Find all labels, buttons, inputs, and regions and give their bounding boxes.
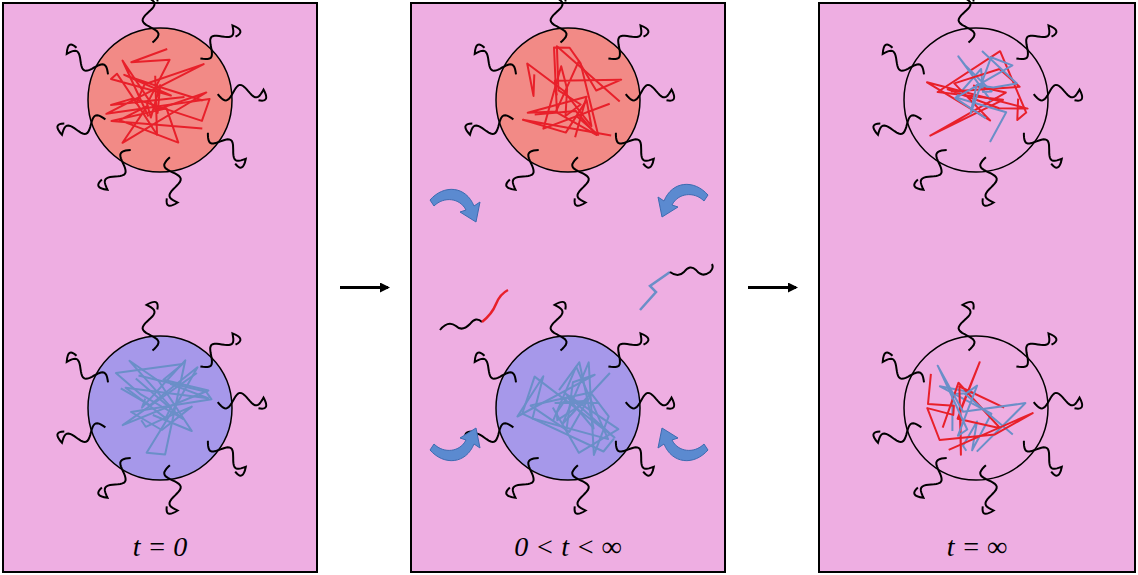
time-label: t = ∞	[820, 531, 1134, 563]
exchange-arrow	[658, 428, 708, 461]
micelle-core	[496, 28, 640, 172]
corona-chain	[506, 150, 538, 190]
corona-chain	[914, 458, 946, 498]
corona-chain	[1034, 85, 1083, 101]
corona-chain	[883, 44, 924, 74]
free-chain	[640, 272, 670, 310]
free-chain	[440, 319, 482, 330]
free-chain	[670, 264, 713, 275]
transition-arrow	[340, 286, 388, 289]
corona-chain	[67, 352, 108, 382]
panel-ground	[2, 2, 318, 573]
corona-chain	[873, 115, 921, 135]
core-chain	[955, 51, 1017, 118]
panel-ground	[818, 2, 1136, 573]
micelle-core	[904, 28, 1048, 172]
corona-chain	[551, 0, 567, 43]
corona-chain	[98, 458, 130, 498]
core-chain	[531, 362, 610, 455]
core-chain	[112, 93, 207, 143]
corona-chain	[218, 393, 267, 409]
corona-chain	[1034, 393, 1083, 409]
corona-chain	[218, 85, 267, 101]
corona-chain	[608, 25, 648, 59]
corona-chain	[143, 302, 159, 351]
micelle-core	[88, 28, 232, 172]
corona-chain	[1016, 333, 1056, 367]
corona-chain	[572, 157, 588, 206]
corona-chain	[208, 441, 246, 476]
corona-chain	[208, 133, 246, 168]
corona-chain	[164, 157, 180, 206]
corona-chain	[626, 85, 675, 101]
corona-chain	[883, 352, 924, 382]
core-chain	[116, 364, 208, 425]
core-chain	[943, 362, 1004, 455]
transition-arrow	[748, 286, 796, 289]
corona-chain	[980, 465, 996, 514]
corona-chain	[616, 441, 654, 476]
core-chain	[535, 61, 622, 135]
corona-chain	[1024, 441, 1062, 476]
micelle-core	[904, 336, 1048, 480]
micelle-core	[496, 336, 640, 480]
corona-chain	[57, 115, 105, 135]
corona-chain	[200, 333, 240, 367]
corona-chain	[465, 115, 513, 135]
time-panel: t = ∞	[818, 2, 1136, 573]
corona-chain	[914, 150, 946, 190]
micelle-core	[88, 336, 232, 480]
core-chain	[543, 46, 619, 128]
corona-chain	[551, 302, 567, 351]
corona-chain	[626, 393, 675, 409]
corona-chain	[959, 302, 975, 351]
time-panel: 0 < t < ∞	[410, 2, 726, 573]
time-label: 0 < t < ∞	[412, 531, 724, 563]
corona-chain	[616, 133, 654, 168]
corona-chain	[506, 458, 538, 498]
corona-chain	[67, 44, 108, 74]
corona-chain	[1016, 25, 1056, 59]
corona-chain	[572, 465, 588, 514]
time-panel: t = 0	[2, 2, 318, 573]
corona-chain	[57, 423, 105, 443]
panel-ground	[410, 2, 726, 573]
exchange-arrow	[430, 189, 480, 222]
corona-chain	[873, 423, 921, 443]
exchange-arrow	[658, 184, 708, 217]
corona-chain	[475, 352, 516, 382]
free-chain	[482, 290, 508, 322]
corona-chain	[200, 25, 240, 59]
core-chain	[927, 374, 1032, 450]
corona-chain	[1024, 133, 1062, 168]
time-label: t = 0	[4, 531, 316, 563]
corona-chain	[98, 150, 130, 190]
corona-chain	[475, 44, 516, 74]
corona-chain	[164, 465, 180, 514]
corona-chain	[143, 0, 159, 43]
corona-chain	[980, 157, 996, 206]
corona-chain	[959, 0, 975, 43]
exchange-arrow	[430, 428, 480, 461]
corona-chain	[608, 333, 648, 367]
